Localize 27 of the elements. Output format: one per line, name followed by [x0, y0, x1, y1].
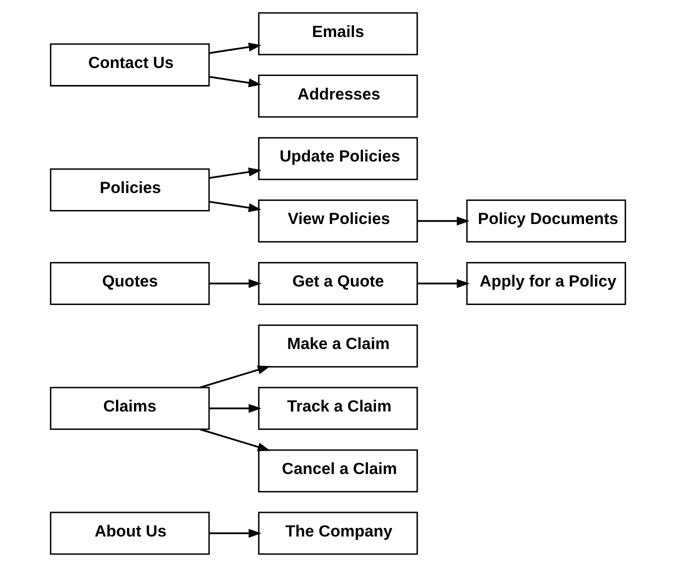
- node-box: Get a Quote: [258, 262, 418, 305]
- node-box: About Us: [50, 512, 210, 555]
- arrow: [417, 216, 470, 226]
- arrow: [200, 428, 270, 452]
- arrow: [208, 168, 262, 179]
- arrow: [208, 200, 262, 212]
- node-box: The Company: [258, 512, 418, 555]
- node-box: Addresses: [258, 74, 418, 118]
- arrow: [208, 76, 262, 88]
- arrow: [417, 279, 470, 288]
- node-box: Emails: [258, 12, 418, 56]
- node-box: Contact Us: [50, 43, 210, 86]
- node-box: Policy Documents: [466, 200, 626, 243]
- node-box: Claims: [50, 386, 210, 430]
- node-box: Update Policies: [258, 137, 418, 180]
- arrow: [200, 366, 270, 388]
- node-box: Track a Claim: [258, 386, 418, 430]
- arrow: [209, 528, 262, 538]
- node-box: Make a Claim: [258, 324, 418, 368]
- arrow: [208, 42, 262, 54]
- node-box: Cancel a Claim: [258, 449, 418, 492]
- node-box: View Policies: [258, 200, 418, 243]
- node-box: Policies: [50, 168, 210, 212]
- arrow: [209, 404, 262, 413]
- arrow: [209, 279, 262, 288]
- node-box: Quotes: [50, 262, 210, 305]
- node-box: Apply for a Policy: [466, 262, 626, 305]
